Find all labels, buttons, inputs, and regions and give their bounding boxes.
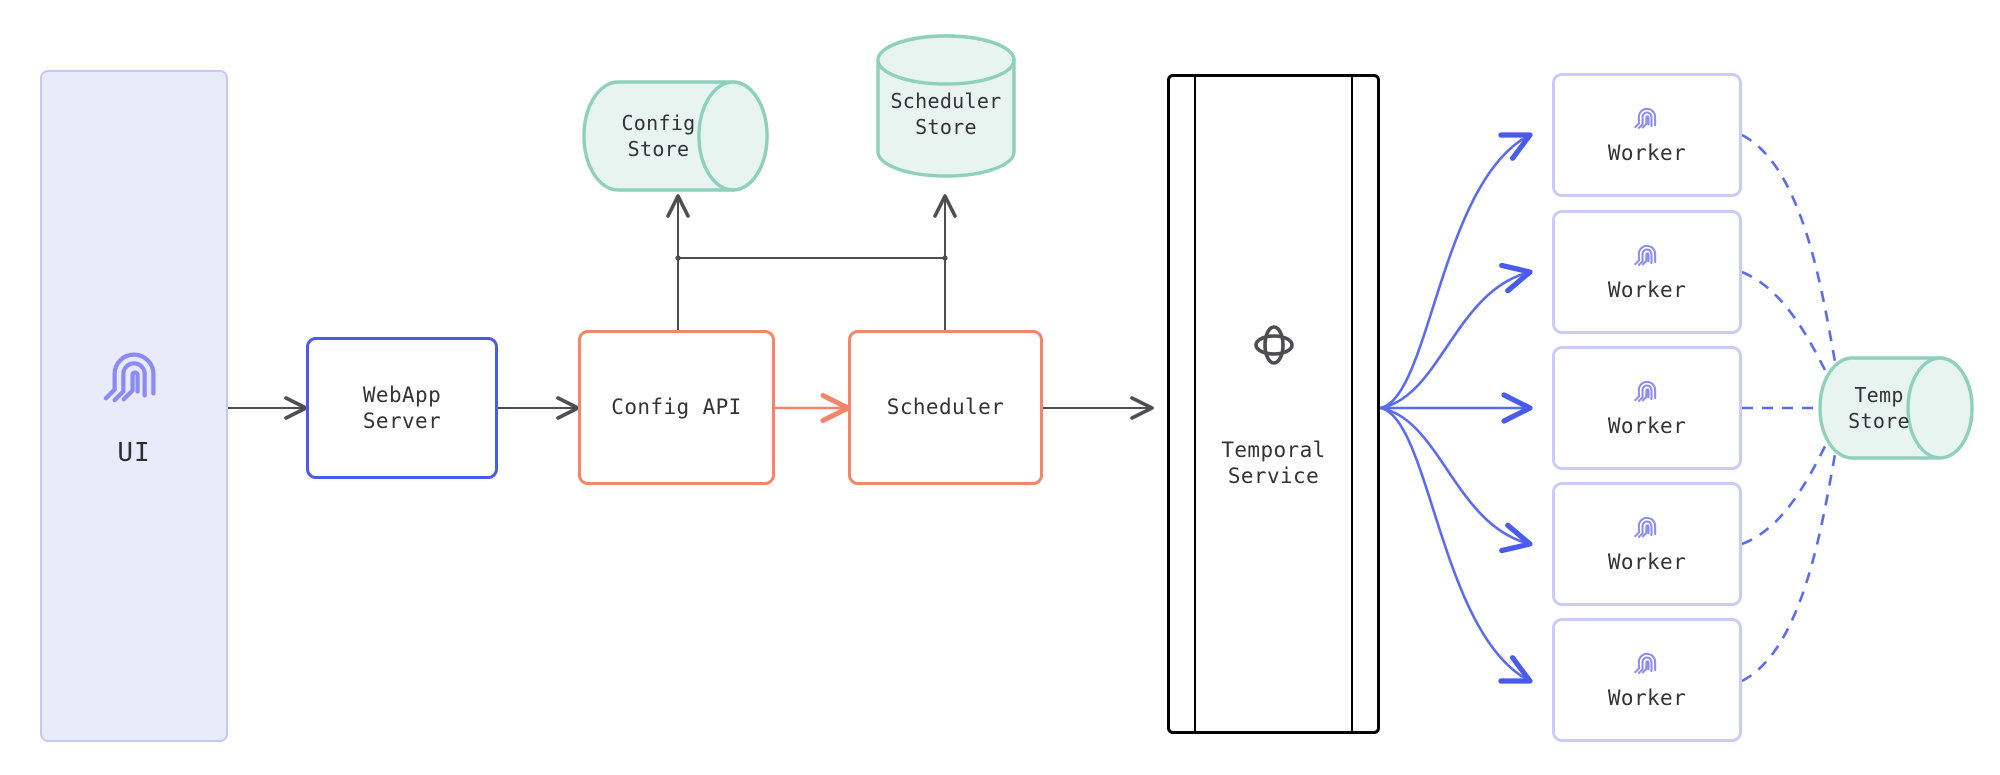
temporal-inner-line-right [1351, 77, 1353, 731]
jellyfish-logo-icon [1634, 377, 1660, 409]
worker-label: Worker [1607, 686, 1687, 710]
webapp-server-label-line1: WebApp [362, 382, 442, 407]
temporal-service-label-line1: Temporal [1221, 437, 1326, 462]
temp-store-node[interactable]: Temp Store [1820, 358, 1972, 458]
config-store-label-line2: Store [627, 137, 690, 161]
ui-panel[interactable]: UI [40, 70, 228, 742]
config-api-label: Config API [611, 395, 742, 420]
temporal-service-node[interactable]: Temporal Service [1167, 74, 1380, 734]
worker-node-5[interactable]: Worker [1552, 618, 1742, 742]
temp-store-label: Temp Store [1820, 358, 1972, 458]
edge-temporal-to-workers [1378, 132, 1533, 684]
worker-label: Worker [1607, 414, 1687, 438]
worker-label: Worker [1607, 141, 1687, 165]
scheduler-store-label-line1: Scheduler [890, 89, 1002, 113]
config-store-node[interactable]: Config Store [584, 82, 767, 190]
scheduler-store-label: Scheduler Store [878, 36, 1014, 176]
config-store-label-line1: Config [621, 111, 696, 135]
webapp-server-node[interactable]: WebApp Server [306, 337, 498, 479]
ui-label: UI [117, 437, 151, 468]
config-api-node[interactable]: Config API [578, 330, 775, 485]
worker-label: Worker [1607, 550, 1687, 574]
temporal-star-icon [1248, 319, 1300, 377]
worker-node-1[interactable]: Worker [1552, 73, 1742, 197]
worker-label: Worker [1607, 278, 1687, 302]
jellyfish-logo-icon [103, 343, 165, 411]
scheduler-node[interactable]: Scheduler [848, 330, 1043, 485]
jellyfish-logo-icon [1634, 649, 1660, 681]
worker-node-3[interactable]: Worker [1552, 346, 1742, 470]
jellyfish-logo-icon [1634, 513, 1660, 545]
temporal-inner-line-left [1194, 77, 1196, 731]
jellyfish-logo-icon [1634, 241, 1660, 273]
temp-store-label-line2: Store [1848, 409, 1910, 433]
scheduler-store-label-line2: Store [915, 115, 977, 139]
scheduler-label: Scheduler [886, 395, 1005, 420]
scheduler-store-node[interactable]: Scheduler Store [878, 36, 1014, 176]
jellyfish-logo-icon [1634, 104, 1660, 136]
worker-node-2[interactable]: Worker [1552, 210, 1742, 334]
webapp-server-label-line2: Server [362, 409, 442, 433]
temp-store-label-line1: Temp [1854, 383, 1904, 407]
config-store-label: Config Store [584, 82, 767, 190]
edge-store-crossbar [675, 255, 948, 261]
worker-node-4[interactable]: Worker [1552, 482, 1742, 606]
temporal-service-label-line2: Service [1227, 464, 1320, 489]
